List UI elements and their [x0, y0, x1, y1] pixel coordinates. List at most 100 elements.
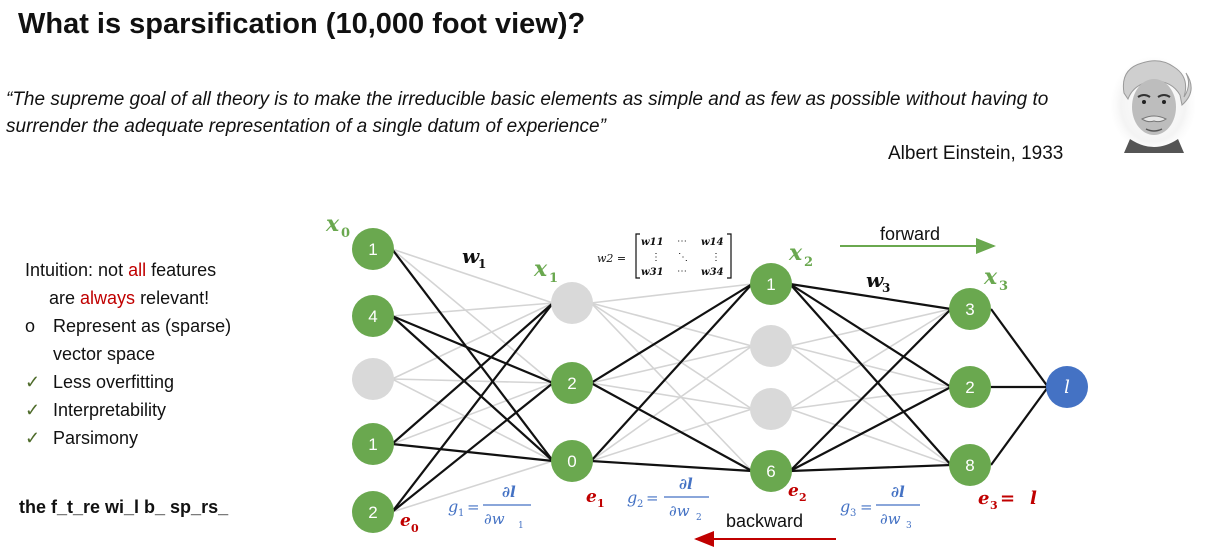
pruned-connection — [391, 302, 554, 380]
vertical-ellipsis-icon: ⋮ — [711, 252, 721, 263]
node-value: 1 — [368, 435, 377, 454]
svg-text:=: = — [646, 489, 659, 507]
output-node-label: l — [1064, 377, 1070, 398]
layer-label-x3-sub: 3 — [999, 279, 1008, 294]
pruned-connection — [391, 382, 554, 445]
active-node — [352, 491, 394, 533]
node-value: 1 — [368, 240, 377, 259]
active-connection — [789, 283, 952, 388]
active-connection — [590, 459, 753, 473]
active-connection — [590, 283, 753, 462]
intuition-text: features — [146, 260, 217, 280]
active-node — [352, 228, 394, 270]
node-value: 0 — [567, 452, 576, 471]
error-label-e0-sub: 0 — [411, 522, 419, 535]
pruned-node — [352, 358, 394, 400]
svg-text:=: = — [860, 498, 873, 516]
pruned-connection — [590, 302, 753, 472]
checkmark-icon: ✓ — [25, 372, 41, 392]
node-value: 4 — [368, 307, 377, 326]
bullet-item: ✓Parsimony — [25, 424, 231, 452]
svg-text:3: 3 — [906, 521, 912, 531]
pruned-connection — [391, 302, 554, 317]
error-label-e3: e — [978, 488, 989, 509]
circle-bullet-icon: o — [25, 316, 36, 336]
active-connection — [590, 283, 753, 384]
pruned-connection — [590, 345, 753, 462]
svg-text:∂l: ∂l — [679, 475, 693, 493]
bullet-item: o Represent as (sparse) — [25, 312, 231, 340]
pruned-connection — [789, 308, 952, 347]
error-label-e0: e — [400, 511, 411, 531]
active-connection — [391, 382, 554, 513]
active-node — [750, 450, 792, 492]
svg-text:∂w: ∂w — [484, 510, 505, 528]
active-node — [949, 366, 991, 408]
pruned-connection — [590, 302, 753, 347]
node-value: 2 — [965, 378, 974, 397]
layer-label-x0: x — [325, 211, 340, 237]
pruned-connection — [590, 408, 753, 462]
bullet-text: Represent as (sparse) — [53, 316, 232, 336]
node-value: 8 — [965, 456, 974, 475]
pruned-connection — [391, 460, 554, 513]
output-connection — [990, 386, 1049, 466]
vertical-ellipsis-icon: ⋮ — [651, 252, 661, 263]
error-label-e3-sub: 3 — [990, 499, 998, 512]
svg-text:=: = — [467, 498, 480, 516]
checkmark-icon: ✓ — [25, 400, 41, 420]
pruned-connection — [789, 386, 952, 410]
svg-text:∂l: ∂l — [502, 483, 516, 501]
svg-text:2: 2 — [696, 513, 702, 523]
forward-label: forward — [880, 224, 940, 244]
layer-label-x1: x — [533, 256, 548, 282]
active-connection — [789, 282, 952, 311]
backward-label: backward — [726, 511, 803, 531]
error-label-e3-l: l — [1030, 488, 1037, 509]
w2-entry-14: w14 — [701, 237, 724, 248]
layer-label-x2: x — [788, 240, 803, 266]
w2-matrix: w2 = w11 ⋯ w14 ⋮ ⋱ ⋮ w31 ⋯ w34 — [597, 233, 732, 279]
pruned-connection — [590, 382, 753, 410]
ellipsis-icon: ⋯ — [677, 236, 687, 247]
w2-entry-11: w11 — [641, 237, 664, 248]
active-node — [949, 444, 991, 486]
layer-label-x3: x — [983, 264, 998, 290]
active-connections — [391, 248, 1049, 513]
svg-text:2: 2 — [637, 499, 643, 510]
w2-entry-31: w31 — [641, 267, 664, 278]
pruned-connection — [590, 302, 753, 410]
active-connection — [391, 248, 554, 462]
active-connection — [391, 442, 554, 463]
pruned-connection — [789, 408, 952, 466]
pruned-connection — [391, 248, 554, 384]
bullet-text: Parsimony — [53, 428, 139, 448]
svg-text:3: 3 — [850, 508, 856, 519]
intuition-line-2: are always relevant! — [25, 284, 231, 312]
bullet-text: Less overfitting — [53, 372, 175, 392]
error-label-e1-sub: 1 — [597, 497, 605, 510]
w2-matrix-label: w2 = — [597, 252, 626, 265]
active-connection — [590, 382, 753, 472]
layer-label-x0-sub: 0 — [341, 226, 350, 241]
layer-label-x1-sub: 1 — [549, 271, 558, 286]
fill-in-phrase: the f_t_re wi_l b_ sp_rs_ — [19, 497, 229, 517]
active-connection — [789, 283, 952, 466]
weight-label-w3-sub: 3 — [882, 281, 890, 295]
weight-label-w3: w — [866, 268, 884, 292]
error-label-e3-eq: = — [1000, 488, 1015, 509]
pruned-connection — [391, 378, 554, 384]
intuition-text: relevant! — [135, 288, 210, 308]
intuition-block: Intuition: not all features are always r… — [25, 256, 231, 452]
bullet-item: ✓ Less overfitting — [25, 368, 231, 396]
pruned-connections — [391, 248, 952, 513]
pruned-connection — [789, 308, 952, 410]
active-node — [949, 288, 991, 330]
active-node — [352, 423, 394, 465]
node-value: 1 — [766, 275, 775, 294]
active-connection — [391, 314, 554, 385]
svg-text:g: g — [627, 488, 637, 507]
